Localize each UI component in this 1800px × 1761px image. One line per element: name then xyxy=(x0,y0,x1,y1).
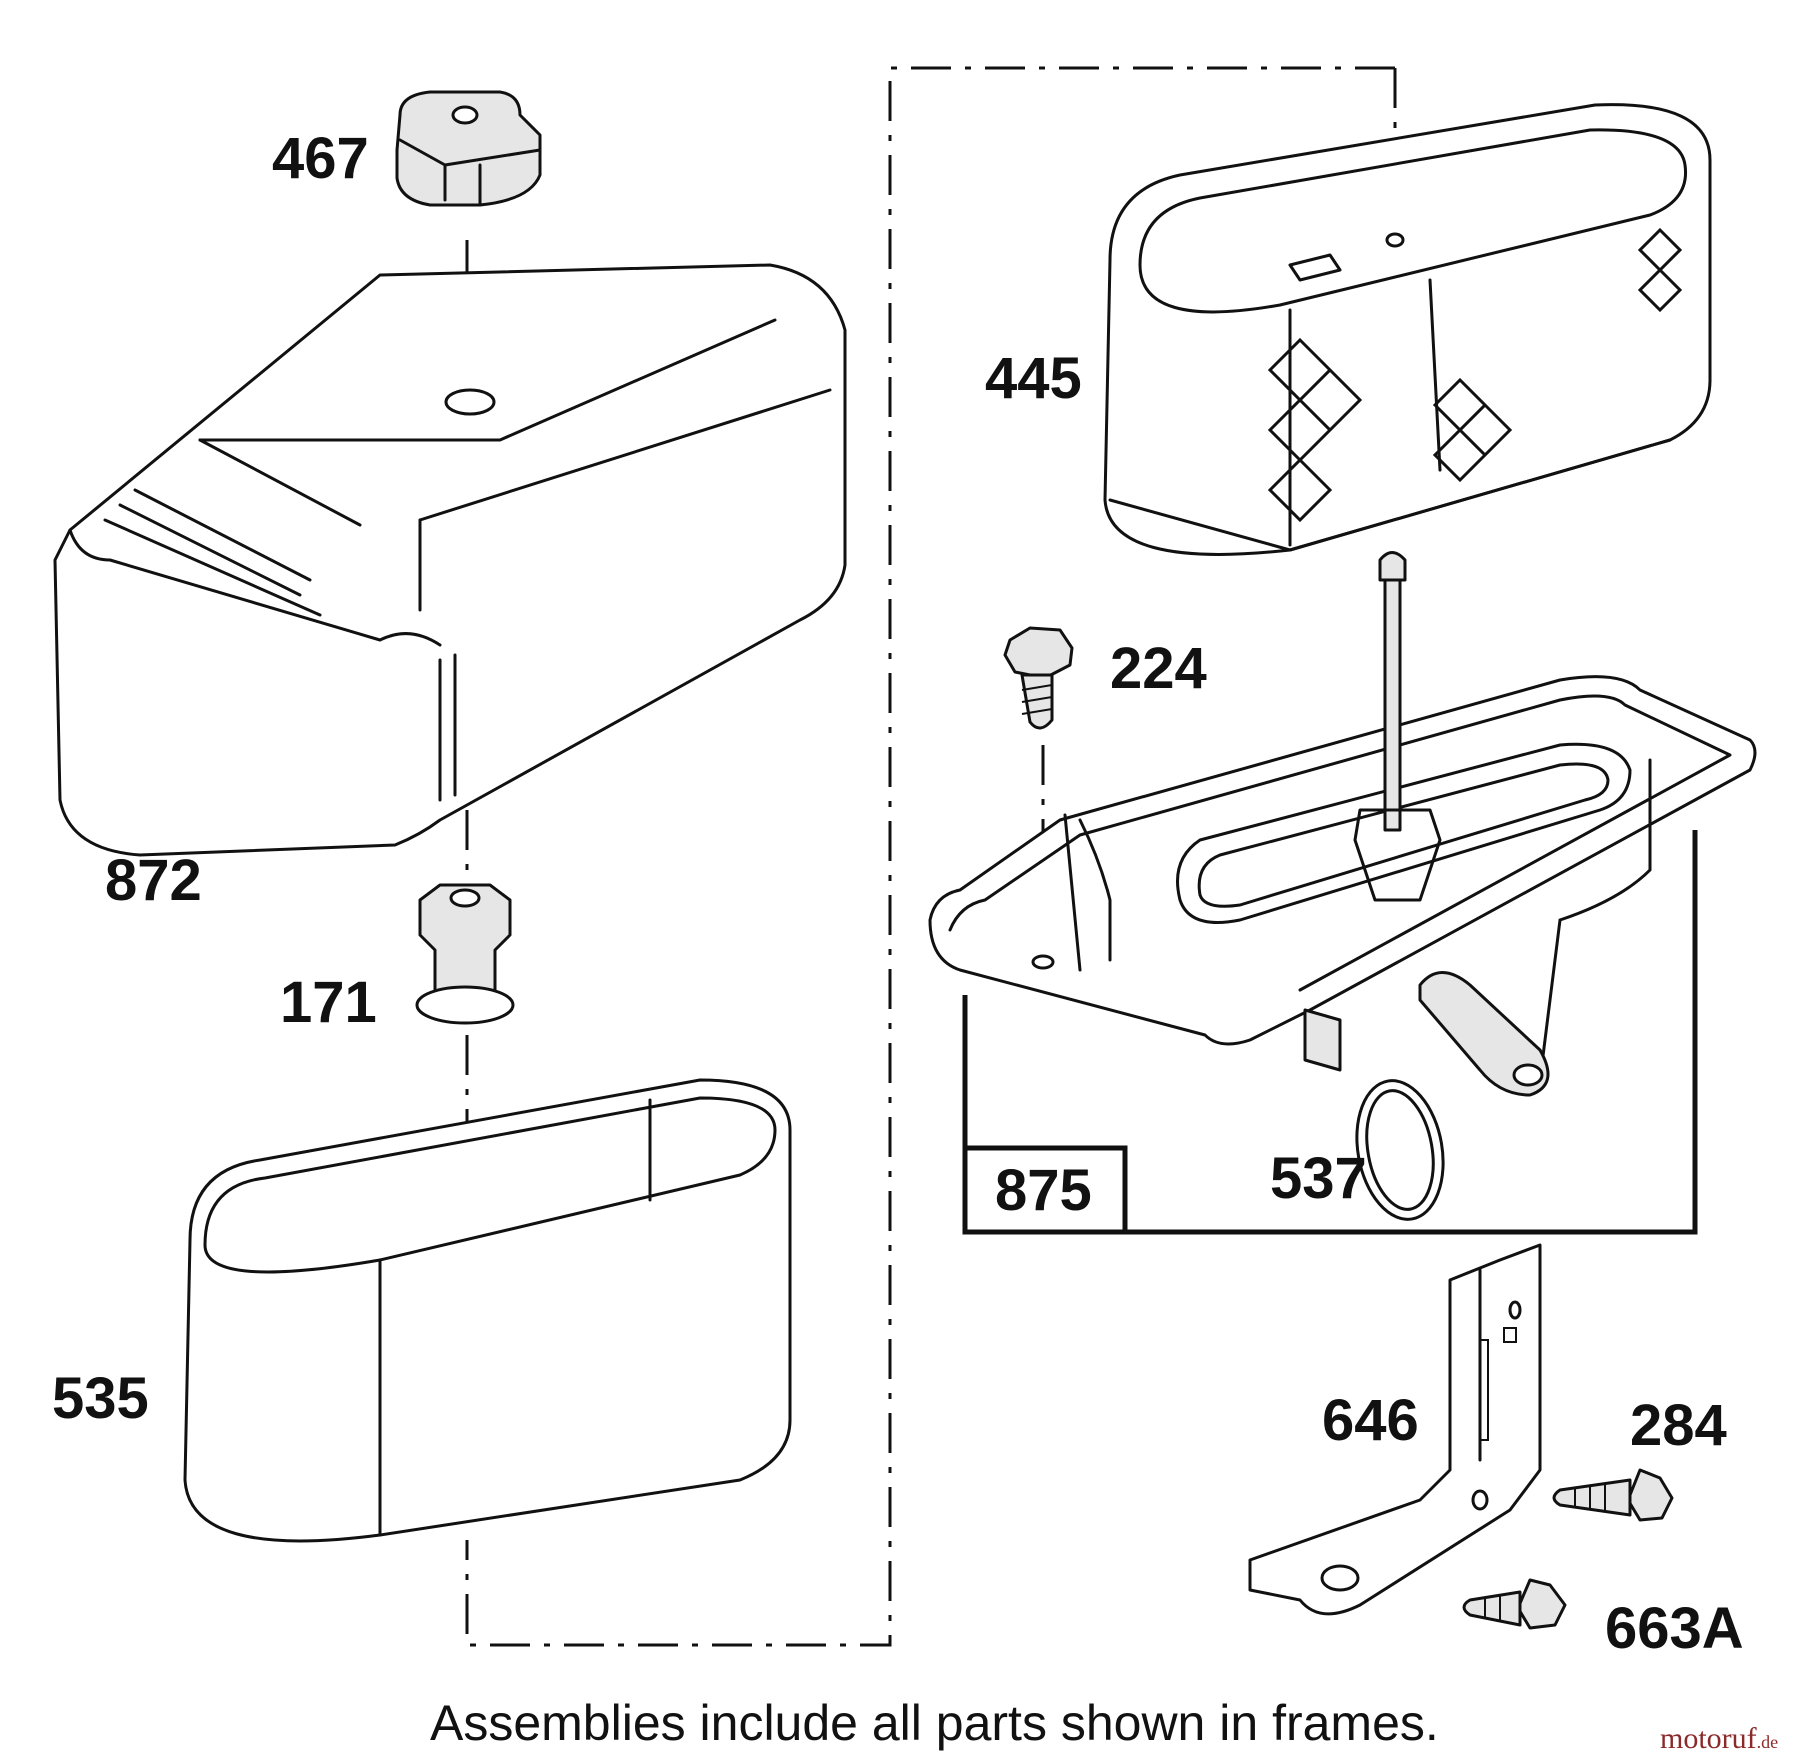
label-872: 872 xyxy=(105,848,202,913)
label-663a: 663A xyxy=(1605,1596,1744,1661)
assemblies-note: Assemblies include all parts shown in fr… xyxy=(430,1695,1439,1751)
label-224: 224 xyxy=(1110,636,1207,701)
label-646: 646 xyxy=(1322,1388,1419,1453)
frame-875 xyxy=(962,830,1698,1235)
label-445: 445 xyxy=(985,346,1082,411)
part-537-oring xyxy=(1355,1079,1445,1221)
part-467-knob xyxy=(395,90,542,207)
part-663a-screw xyxy=(1462,1578,1567,1630)
label-875: 875 xyxy=(995,1158,1092,1223)
part-875-base xyxy=(928,551,1757,1097)
label-284: 284 xyxy=(1630,1393,1727,1458)
part-224-screw xyxy=(1003,626,1074,730)
part-872-cover xyxy=(53,263,847,857)
part-171-grommet xyxy=(415,883,515,1025)
part-535-precleaner xyxy=(183,1078,792,1543)
watermark-suffix: .de xyxy=(1757,1732,1779,1752)
label-535: 535 xyxy=(52,1366,149,1431)
part-284-screw xyxy=(1552,1468,1674,1522)
part-445-filter xyxy=(1103,103,1712,556)
watermark-main: motoruf xyxy=(1660,1722,1757,1755)
label-537: 537 xyxy=(1270,1146,1367,1211)
part-646-bracket xyxy=(1248,1243,1542,1616)
label-171: 171 xyxy=(280,970,377,1035)
watermark-logo: motoruf.de xyxy=(1660,1722,1778,1755)
label-467: 467 xyxy=(272,126,369,191)
